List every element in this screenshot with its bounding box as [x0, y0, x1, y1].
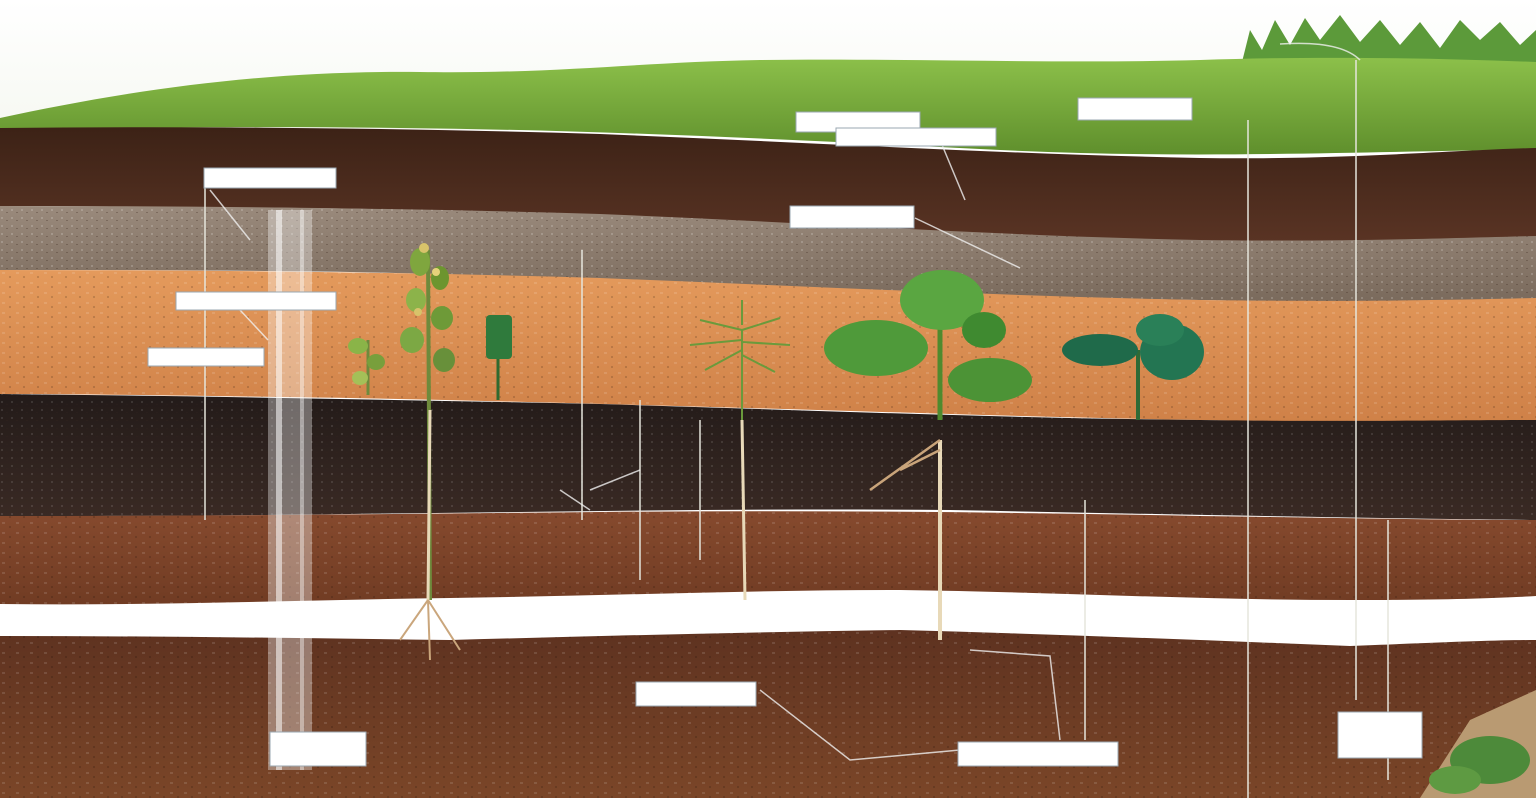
- callout-box: [269, 731, 367, 767]
- white-band-layer: [0, 590, 1536, 644]
- dark-leaf-seedling: [1062, 314, 1204, 420]
- callout-box: [175, 291, 337, 311]
- callout-box: [789, 205, 915, 229]
- tall-flowering-plant: [399, 243, 461, 661]
- callout-box: [1337, 711, 1423, 759]
- broadleaf-seedling: [824, 270, 1032, 640]
- callout-box: [147, 347, 265, 367]
- small-sprout: [348, 338, 385, 395]
- grass-surface-layer: [0, 57, 1536, 155]
- grass-tuft: [689, 300, 791, 601]
- annotation-boxes: [147, 97, 1423, 767]
- callout-box: [1077, 97, 1193, 121]
- leader-lines: [209, 42, 1361, 761]
- callout-box: [203, 167, 337, 189]
- humus-layer: [0, 127, 1536, 245]
- callout-box: [635, 681, 757, 707]
- green-stalk: [486, 315, 512, 400]
- callout-box: [835, 127, 997, 147]
- corner-shrubs: [1420, 690, 1536, 798]
- callout-box: [957, 741, 1119, 767]
